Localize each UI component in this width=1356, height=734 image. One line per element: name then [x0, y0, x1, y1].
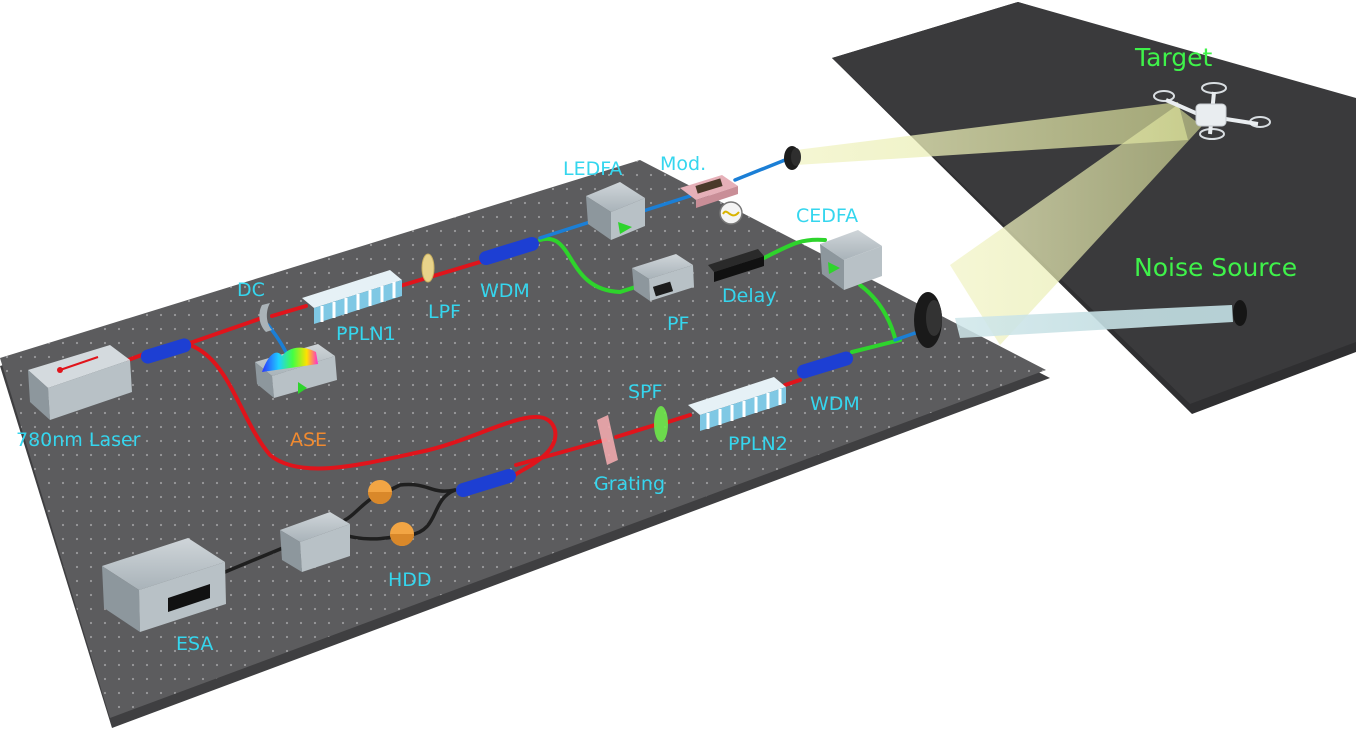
hdd-detectors	[368, 480, 414, 546]
label-wdm-top: WDM	[480, 280, 530, 302]
fiber-mod-to-collimator	[733, 158, 787, 182]
laser-coupler	[140, 338, 192, 364]
telescope	[914, 292, 942, 348]
free-space-beams	[796, 102, 1233, 345]
label-spf: SPF	[628, 381, 662, 403]
fiber-dc-to-ppln1	[270, 304, 308, 318]
pf-filter	[632, 254, 694, 301]
label-hdd: HDD	[388, 569, 432, 591]
red-fibers	[126, 260, 802, 477]
lpf-filter	[421, 253, 435, 283]
fiber-spf-to-ppln2	[666, 413, 692, 424]
fiber-grating-to-spf	[614, 423, 657, 439]
label-dc: DC	[237, 279, 265, 301]
drone-target	[1153, 82, 1271, 140]
return-beam	[950, 106, 1202, 345]
esa-analyzer	[102, 538, 226, 632]
cedfa-amplifier	[820, 230, 882, 290]
fiber-wdm2-to-collimator	[850, 338, 902, 354]
delay-line	[708, 249, 764, 282]
fiber-couplers	[140, 236, 854, 498]
label-grating: Grating	[594, 473, 665, 495]
label-wdm-bottom: WDM	[810, 393, 860, 415]
label-ppln2: PPLN2	[728, 433, 788, 455]
hdd-electronics	[280, 512, 350, 572]
label-laser: 780nm Laser	[16, 429, 141, 451]
fiber-delay-to-cedfa	[758, 237, 827, 262]
laser-780nm	[28, 345, 132, 420]
fiber-ppln1-to-wdm	[398, 260, 482, 288]
outgoing-beam	[796, 102, 1188, 165]
noise-beam	[955, 305, 1233, 338]
label-esa: ESA	[176, 633, 213, 655]
wdm-top-device	[479, 236, 539, 266]
ase-source	[255, 344, 337, 398]
spf-filter	[654, 406, 668, 442]
label-ase: ASE	[290, 429, 327, 451]
wdm-bottom-device	[796, 351, 854, 379]
label-mod: Mod.	[660, 153, 706, 175]
modulator	[680, 175, 743, 225]
fiber-coupler-to-dc	[188, 316, 264, 345]
detector-fibers	[223, 482, 457, 574]
ledfa-amplifier	[586, 182, 645, 240]
label-ppln1: PPLN1	[336, 323, 396, 345]
ppln2-crystal	[688, 377, 786, 431]
fiber-ppln2-to-wdm	[783, 378, 802, 387]
label-pf: PF	[667, 313, 689, 335]
label-delay: Delay	[722, 285, 777, 307]
fiber-ledfa-to-mod	[638, 194, 692, 214]
output-collimator	[784, 146, 801, 170]
dichroic-mirror	[259, 303, 272, 332]
green-fibers	[538, 236, 902, 354]
grating	[597, 415, 618, 465]
fiber-wdm-to-ledfa	[538, 220, 592, 240]
fiber-collimator-link	[893, 330, 920, 342]
noise-source-device	[1233, 300, 1247, 326]
fiber-wdm-to-pf	[538, 236, 644, 295]
label-lpf: LPF	[428, 301, 461, 323]
ppln1-crystal	[302, 270, 402, 324]
label-ledfa: LEDFA	[563, 158, 622, 180]
labels: Target Noise Source LEDFA Mod. CEDFA DC …	[16, 43, 1297, 655]
label-noise-source: Noise Source	[1134, 253, 1297, 282]
label-cedfa: CEDFA	[796, 205, 858, 227]
lo-coupler	[456, 468, 516, 498]
label-target: Target	[1134, 43, 1213, 72]
fiber-lo-path	[188, 343, 558, 477]
fiber-cedfa-to-collimator	[858, 283, 897, 340]
fiber-coupler-to-grating	[514, 438, 607, 467]
